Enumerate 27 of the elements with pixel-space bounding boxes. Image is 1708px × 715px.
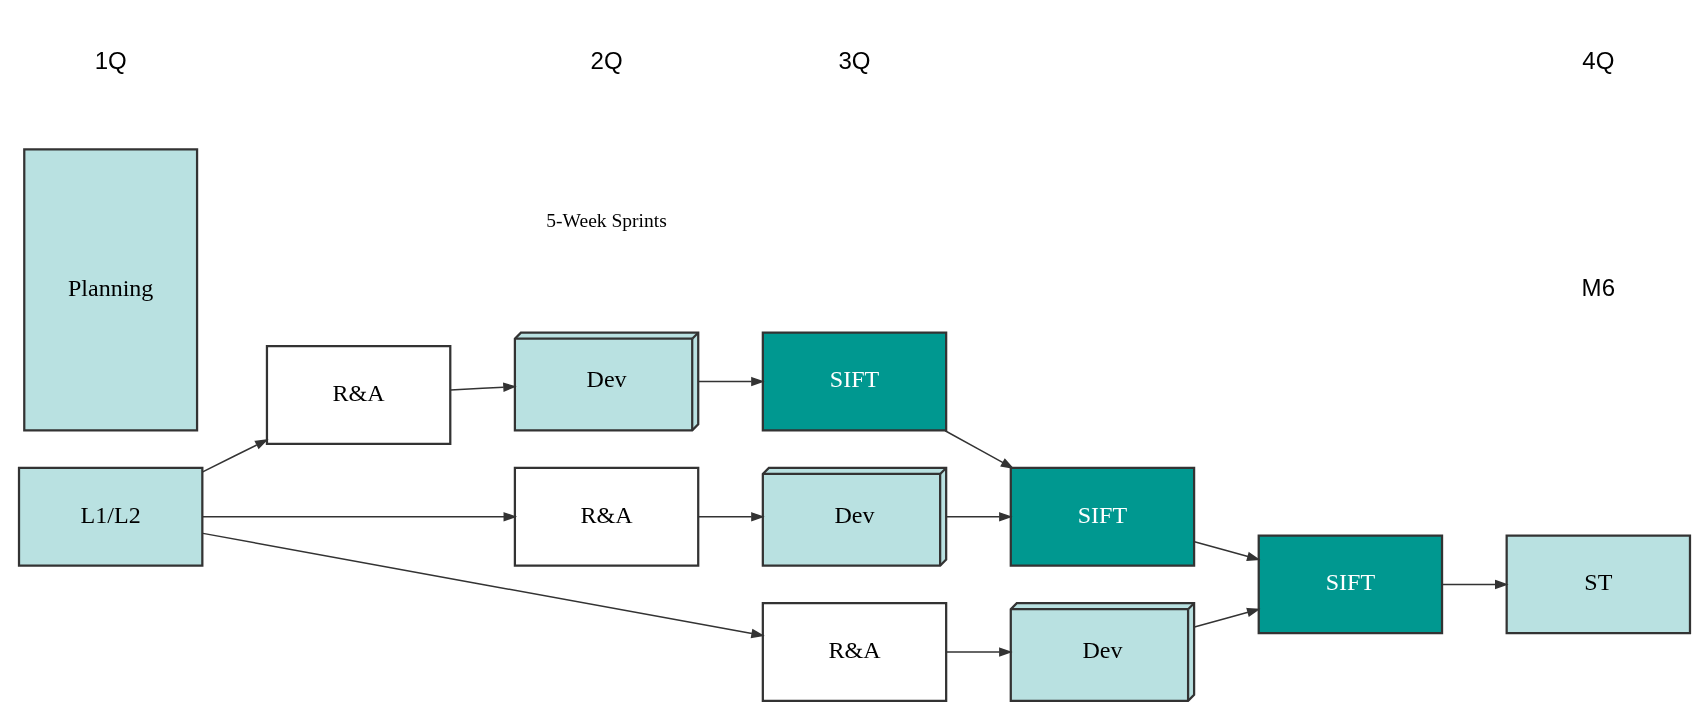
arrow — [697, 376, 765, 387]
arrow — [1193, 607, 1260, 628]
label: 5-Week Sprints — [545, 210, 667, 232]
arrow — [943, 430, 1014, 469]
label: 1Q — [94, 46, 127, 74]
label: 4Q — [1581, 46, 1614, 74]
label: 2Q — [590, 46, 623, 74]
node-box: ST — [1505, 534, 1691, 635]
arrow — [449, 382, 517, 392]
arrow — [201, 512, 517, 522]
node-box: SIFT — [1257, 534, 1443, 635]
node-box: SIFT — [761, 331, 947, 432]
arrow — [201, 439, 269, 473]
node-box: L1/L2 — [17, 466, 203, 567]
arrow — [1441, 579, 1509, 590]
node-box: Planning — [22, 148, 198, 432]
arrow — [945, 512, 1013, 522]
node-box: R&A — [265, 345, 451, 446]
label: M6 — [1581, 273, 1615, 301]
arrow — [945, 647, 1013, 657]
arrow — [697, 512, 765, 522]
arrow — [201, 532, 765, 639]
label: 3Q — [837, 46, 871, 74]
node-box: R&A — [513, 466, 699, 567]
node-box: SIFT — [1009, 466, 1195, 567]
arrow — [1193, 541, 1260, 561]
node-box: R&A — [761, 602, 947, 702]
